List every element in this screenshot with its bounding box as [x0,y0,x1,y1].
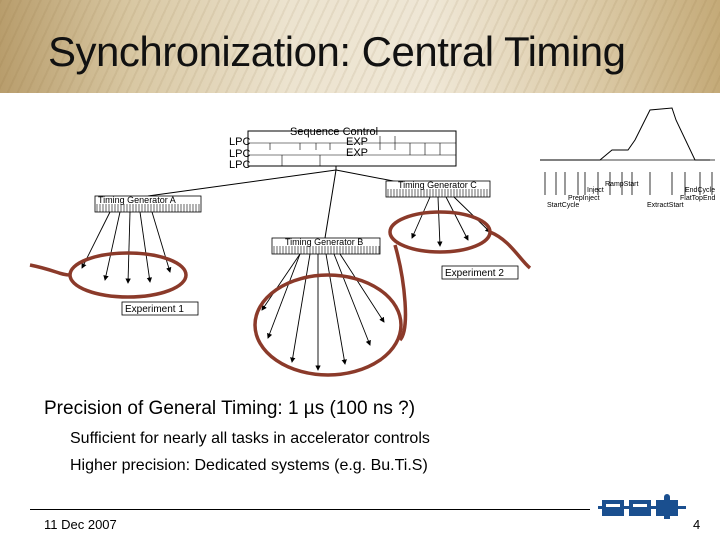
exp-label: EXP [346,136,368,148]
experiment-1-box: Experiment 1 [121,301,199,316]
generator-c-label: Timing Generator C [398,180,477,190]
loop-c-output [489,230,532,270]
experiment-loops [29,210,532,377]
event-label: StartCycle [547,202,579,209]
timing-generator-c: Timing Generator C [385,180,491,198]
precision-heading: Precision of General Timing: 1 µs (100 n… [44,398,415,420]
event-label: Inject [587,187,604,194]
page-number: 4 [693,517,701,532]
sequence-control-box: Sequence Control LPC LPC LPC EXP EXP [229,126,457,171]
generator-a-label: Timing Generator A [98,195,176,205]
lpc-label: LPC [229,136,250,148]
precision-prefix: Precision of General Timing: [44,398,288,419]
generator-b-label: Timing Generator B [285,237,363,247]
timing-diagram: Sequence Control LPC LPC LPC EXP EXP Tim… [29,107,716,377]
event-label: FlatTopEnd [680,195,716,202]
bullet-item: Higher precision: Dedicated systems (e.g… [70,457,428,474]
precision-value: 1 µs (100 ns ?) [287,398,416,419]
event-label: EndCycle [685,187,715,194]
event-label: PrepInject [568,195,600,202]
lpc-label: LPC [229,148,250,160]
experiment-2-box: Experiment 2 [441,265,519,280]
lpc-label: LPC [229,159,250,171]
timing-generator-b: Timing Generator B [271,237,381,255]
event-label: ExtractStart [647,202,684,209]
loop-b-feed [393,244,408,342]
event-label: RampStart [605,181,639,188]
timing-generator-a: Timing Generator A [94,195,202,213]
timing-cycle-waveform: RampStart Inject PrepInject StartCycle E… [540,107,716,209]
loop-b-ring [253,273,403,377]
signal-arrows [81,196,491,371]
experiment-1-label: Experiment 1 [125,304,184,315]
bullet-item: Sufficient for nearly all tasks in accel… [70,430,430,447]
exp-label: EXP [346,147,368,159]
loop-a-input [29,263,71,277]
gsi-logo-icon [598,494,686,519]
footer-date: 11 Dec 2007 [44,517,117,532]
slide-title: Synchronization: Central Timing [48,28,626,75]
experiment-2-label: Experiment 2 [445,268,504,279]
header-banner [0,0,720,93]
sequence-control-label: Sequence Control [290,126,378,138]
footer-divider [30,509,590,510]
